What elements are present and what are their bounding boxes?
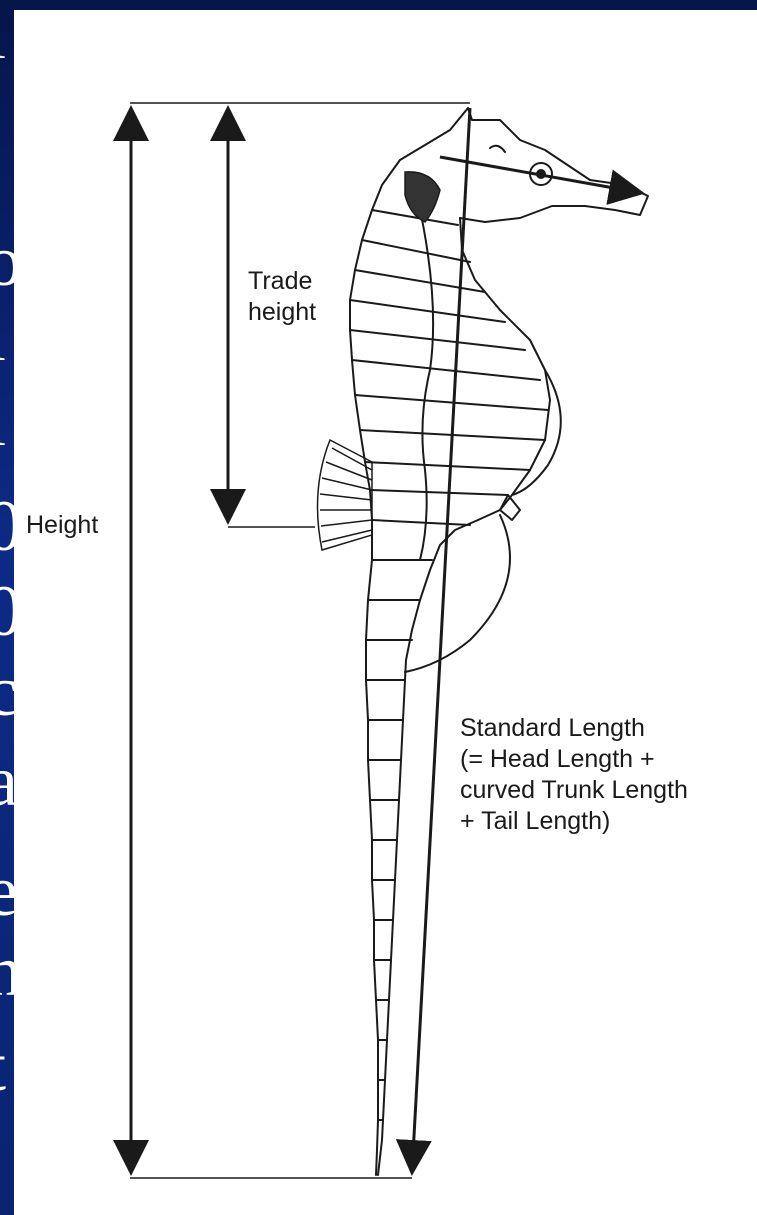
standard-length-label-line: Standard Length [460, 713, 688, 744]
trade-height-label-line: height [248, 297, 316, 328]
standard-length-label-line: curved Trunk Length [460, 775, 688, 806]
trade-height-label: Trade height [248, 266, 316, 328]
standard-length-arrow [412, 108, 470, 1173]
seahorse-illustration [350, 108, 648, 1175]
standard-length-label-line: + Tail Length) [460, 806, 688, 837]
trade-height-label-line: Trade [248, 266, 316, 297]
height-label: Height [26, 510, 98, 541]
standard-length-label-line: (= Head Length + [460, 744, 688, 775]
pectoral-fin [405, 172, 440, 222]
standard-length-label: Standard Length (= Head Length + curved … [460, 713, 688, 837]
height-label-text: Height [26, 510, 98, 541]
